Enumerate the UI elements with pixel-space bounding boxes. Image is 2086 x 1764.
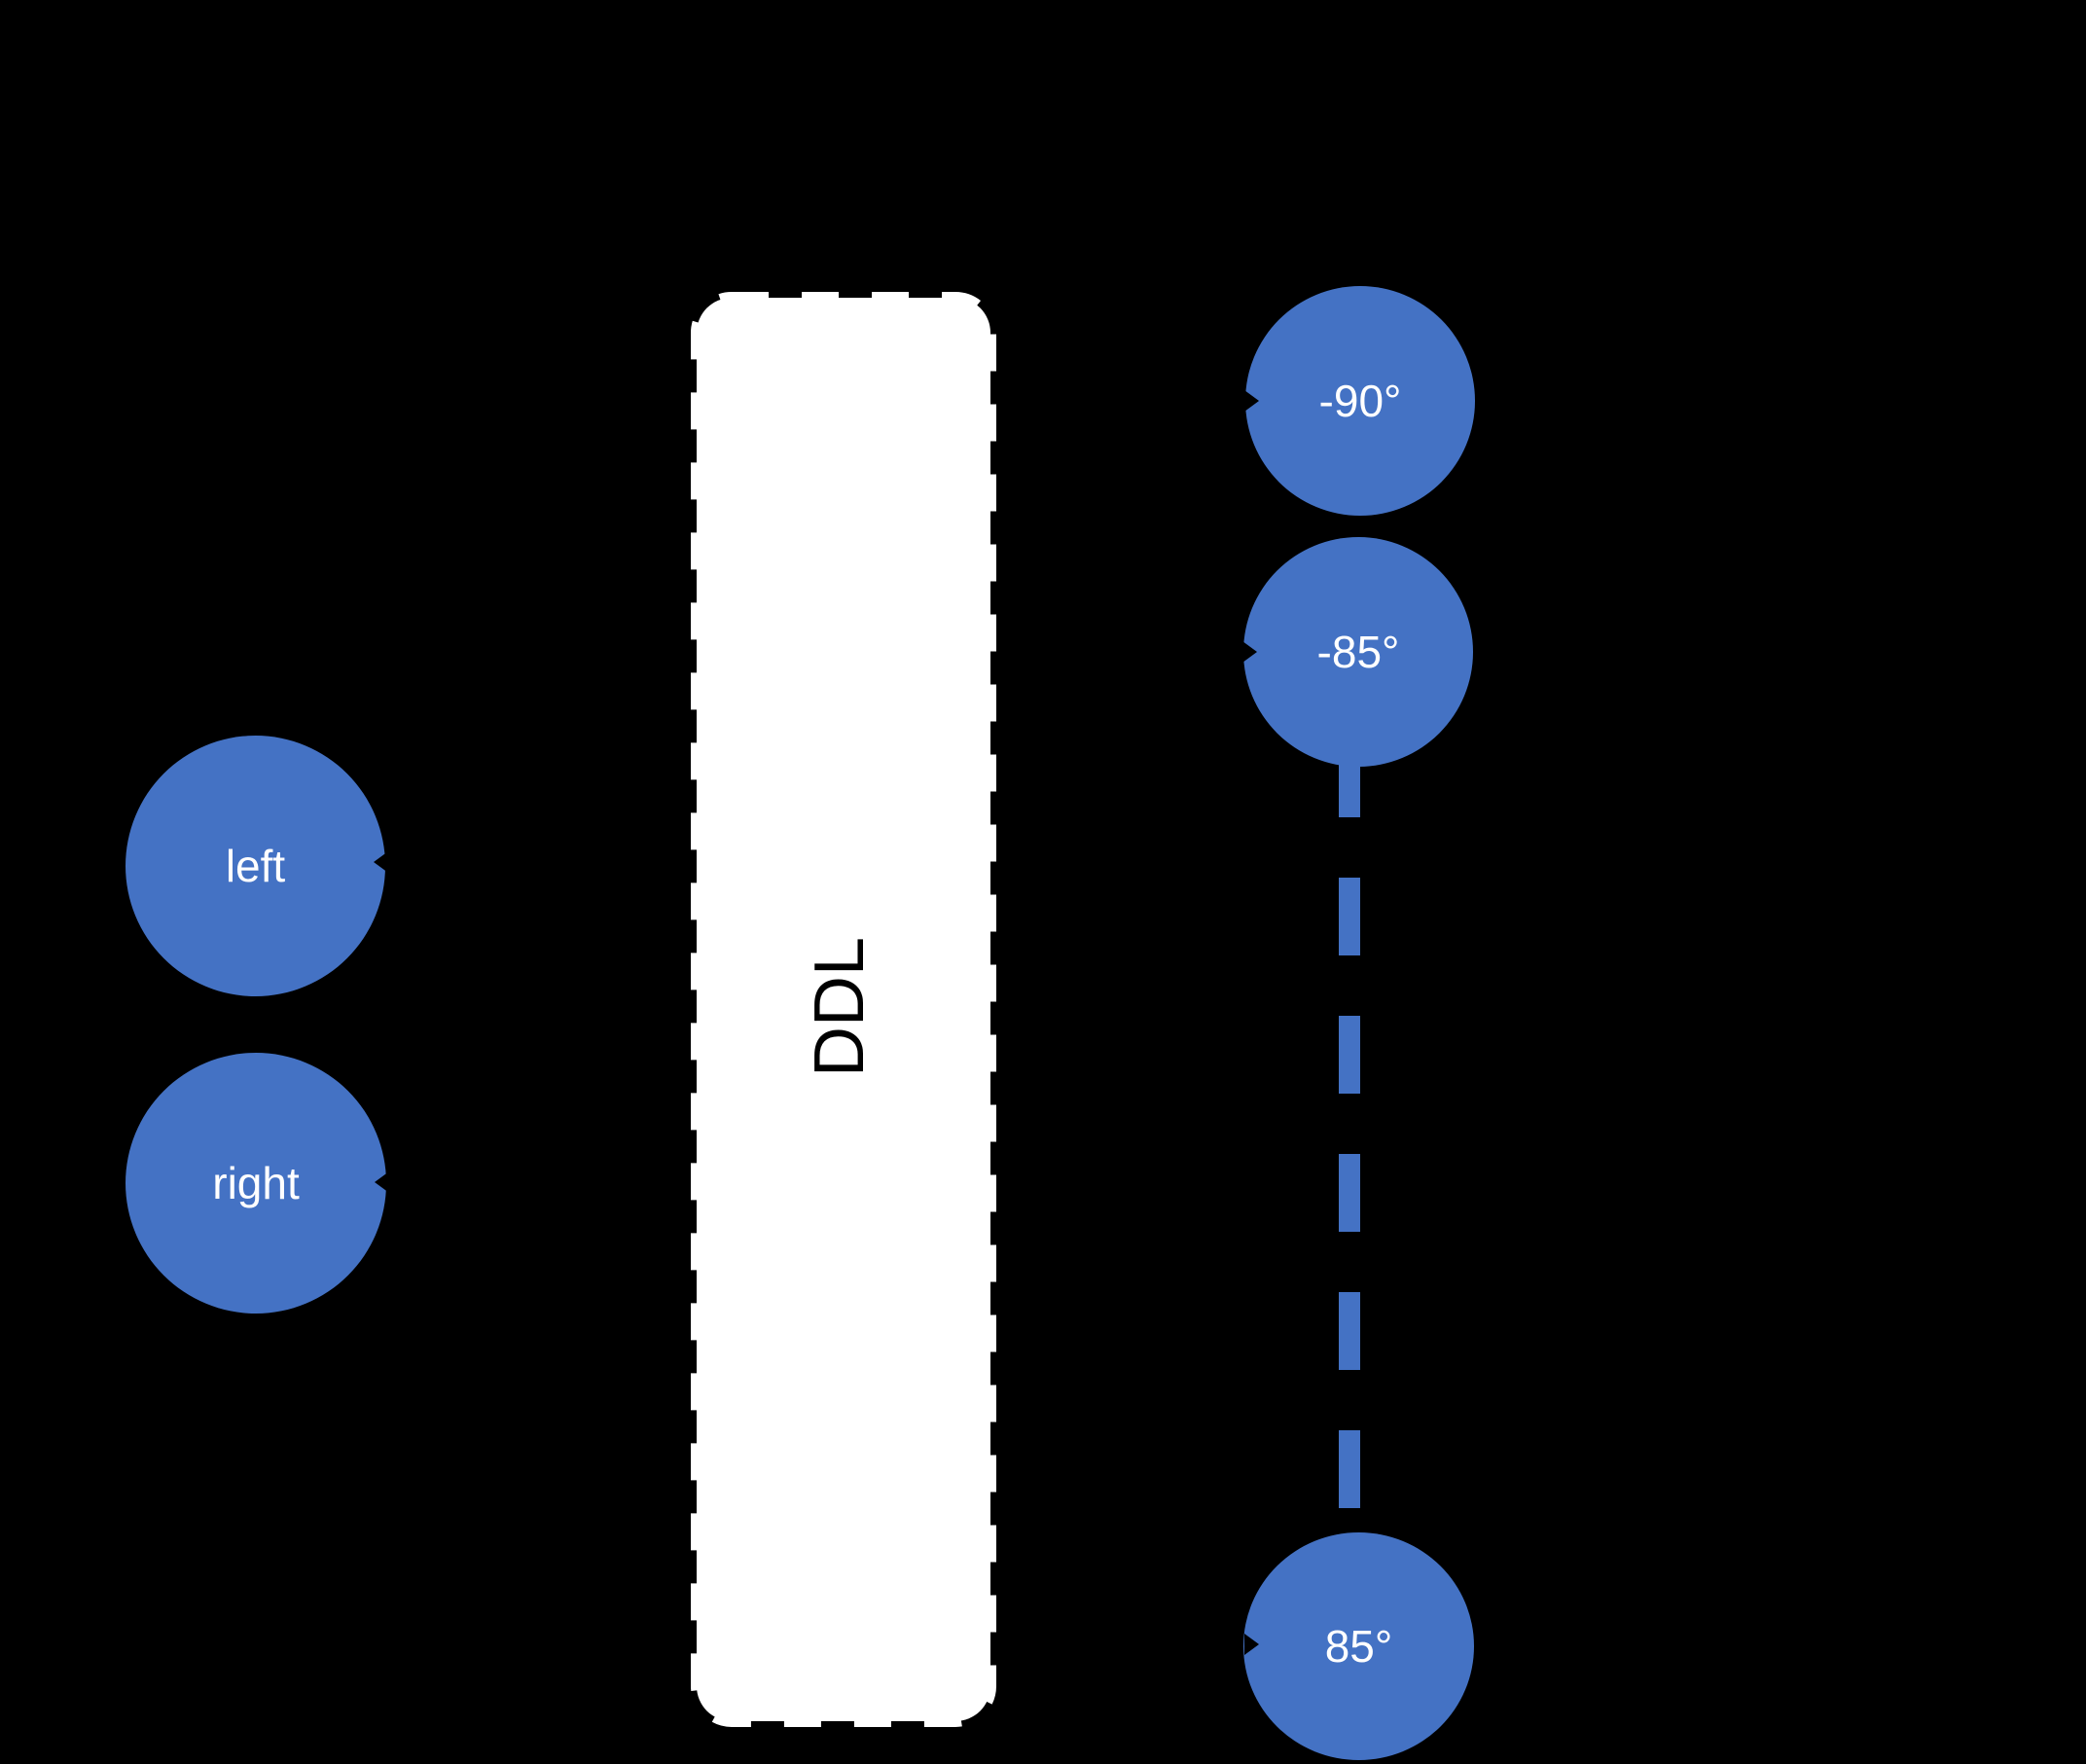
node-pos85-label: 85° (1324, 1621, 1393, 1672)
node-neg90-label: -90° (1318, 376, 1402, 426)
node-left-circle: left (126, 736, 385, 996)
arrowhead-notch-pos85 (1244, 1634, 1259, 1655)
dashed-connector-line (1339, 739, 1360, 1528)
arrowhead-notch-right (375, 1171, 389, 1193)
node-right-label: right (212, 1158, 300, 1208)
arrowhead-notch-neg90 (1244, 390, 1259, 412)
node-neg90-circle: -90° (1245, 286, 1475, 516)
node-pos85-circle: 85° (1243, 1532, 1474, 1760)
arrowhead-notch-neg85 (1242, 641, 1257, 663)
arrowhead-notch-left (374, 851, 388, 873)
ddl-box (691, 292, 996, 1727)
ddl-label: DDL (801, 936, 879, 1078)
node-right-circle: right (126, 1053, 386, 1314)
node-neg85-label: -85° (1316, 627, 1400, 677)
node-left-label: left (225, 841, 286, 891)
node-neg85-circle: -85° (1243, 537, 1473, 767)
ddl-box-outline (691, 292, 996, 1727)
